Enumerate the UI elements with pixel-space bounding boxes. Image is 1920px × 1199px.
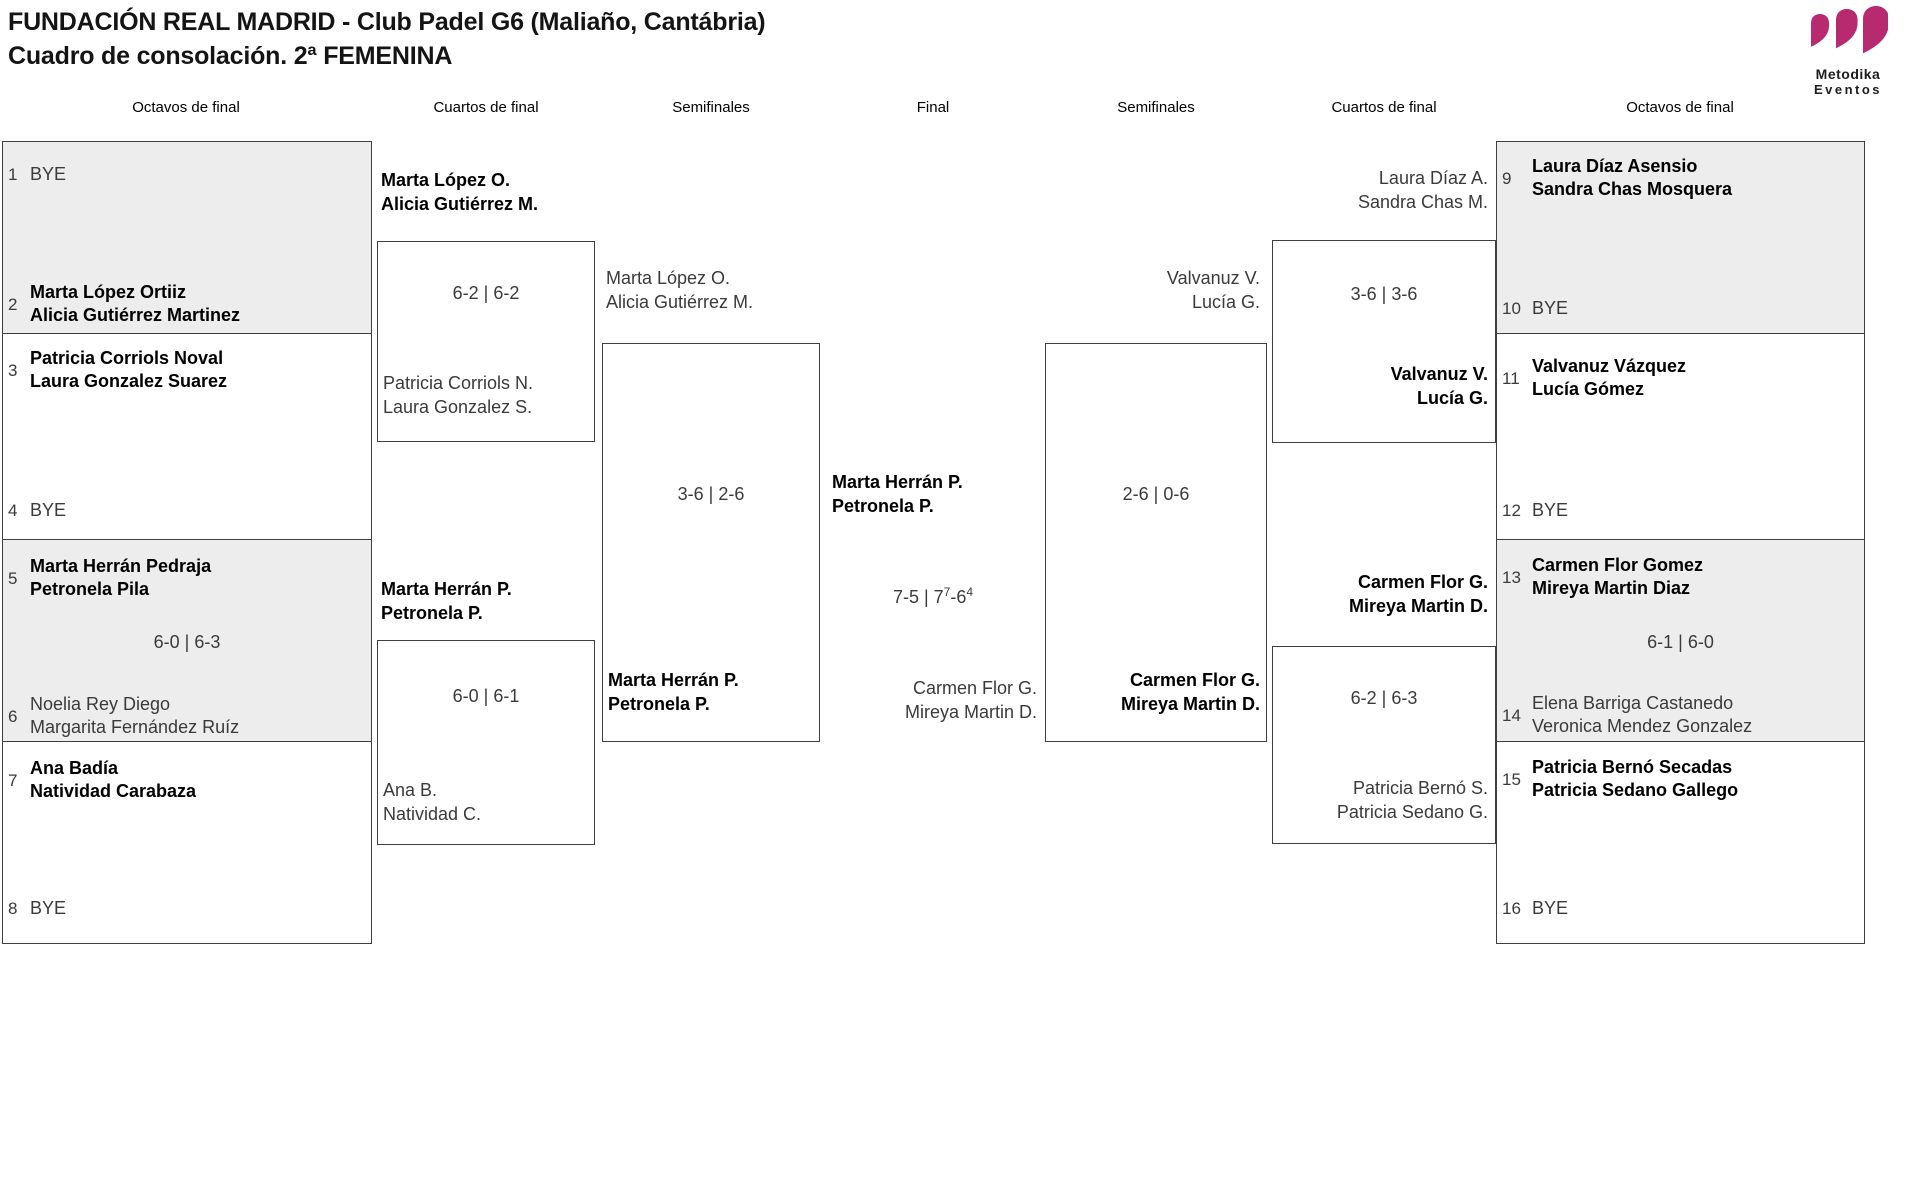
- seed-number: 8: [8, 899, 18, 918]
- bracket-entry-1: 1 BYE: [8, 164, 67, 184]
- seed-number: 14: [1502, 705, 1521, 725]
- match-box-cuartos-right-bottom: [1272, 646, 1496, 844]
- bracket-entry-8: 8 BYE: [8, 898, 67, 918]
- seed-number: 5: [8, 568, 18, 588]
- pair-semifinal-right-finalist: Valvanuz V.Lucía G.: [1166, 268, 1260, 312]
- pair-cuartos-left-bottom-winner: Marta Herrán P.Petronela P.: [381, 579, 512, 623]
- pair-cuartos-right-bottom-loser: Patricia Bernó S.Patricia Sedano G.: [1336, 778, 1488, 822]
- match-box-octavos-7-8: [2, 741, 372, 944]
- round-header-octavos-right: Octavos de final: [1626, 99, 1734, 116]
- bracket-entry-4: 4 BYE: [8, 500, 67, 520]
- seed-number: 6: [8, 706, 18, 726]
- bracket-entry-12: 12 BYE: [1502, 500, 1569, 520]
- match-box-semifinal-right: [1045, 343, 1267, 742]
- round-header-semis-left: Semifinales: [672, 99, 750, 116]
- seed-number: 9: [1502, 168, 1512, 188]
- match-box-octavos-3-4: [2, 333, 372, 540]
- round-header-semis-right: Semifinales: [1117, 99, 1195, 116]
- score-octavos-5v6: 6-0 | 6-3: [153, 632, 221, 652]
- logo-mark-icon: [1811, 6, 1888, 54]
- seed-number: 13: [1502, 567, 1521, 587]
- round-header-cuartos-left: Cuartos de final: [433, 99, 539, 116]
- seed-number: 2: [8, 294, 18, 314]
- pair-cuartos-right-bottom-winner: Carmen Flor G.Mireya Martin D.: [1348, 572, 1488, 616]
- round-header-cuartos-right: Cuartos de final: [1331, 99, 1437, 116]
- round-header-final: Final: [916, 99, 950, 116]
- pair-cuartos-left-top-winner: Marta López O.Alicia Gutiérrez M.: [381, 170, 539, 214]
- match-box-cuartos-left-top: [377, 241, 595, 442]
- match-box-octavos-1-2: [2, 141, 372, 334]
- score-semifinal-right: 2-6 | 0-6: [1122, 484, 1190, 504]
- match-box-cuartos-left-bottom: [377, 640, 595, 845]
- pair-final-runner-up: Carmen Flor G.Mireya Martin D.: [904, 678, 1037, 722]
- pair-cuartos-right-top-winner: Valvanuz V.Lucía G.: [1390, 364, 1488, 408]
- match-box-octavos-13-14: [1496, 539, 1865, 742]
- pair-semifinal-left-winner: Marta Herrán P.Petronela P.: [608, 670, 739, 714]
- logo-brand-line1: Metodika: [1815, 66, 1881, 82]
- match-box-octavos-11-12: [1496, 333, 1865, 540]
- pair-cuartos-left-top-loser: Patricia Corriols N.Laura Gonzalez S.: [383, 373, 534, 417]
- seed-number: 12: [1502, 501, 1521, 520]
- seed-number: 3: [8, 360, 18, 380]
- score-cuartos-left-bottom: 6-0 | 6-1: [452, 686, 520, 706]
- seed-number: 7: [8, 770, 18, 790]
- bracket-entry-10: 10 BYE: [1502, 298, 1569, 318]
- seed-number: 16: [1502, 899, 1521, 918]
- score-cuartos-left-top: 6-2 | 6-2: [452, 283, 520, 303]
- match-box-cuartos-right-top: [1272, 240, 1496, 443]
- pair-cuartos-left-bottom-loser: Ana B.Natividad C.: [383, 780, 482, 824]
- score-octavos-13v14: 6-1 | 6-0: [1647, 632, 1714, 652]
- seed-number: 4: [8, 501, 18, 520]
- pair-semifinal-right-winner: Carmen Flor G.Mireya Martin D.: [1120, 670, 1260, 714]
- match-box-semifinal-left: [602, 343, 820, 742]
- score-cuartos-right-bottom: 6-2 | 6-3: [1350, 688, 1418, 708]
- match-box-octavos-9-10: [1496, 141, 1865, 334]
- seed-number: 10: [1502, 299, 1521, 318]
- metodika-logo: Metodika Eventos: [1793, 6, 1903, 97]
- round-header-octavos-left: Octavos de final: [132, 99, 240, 116]
- match-box-octavos-15-16: [1496, 741, 1865, 944]
- logo-brand-line2: Eventos: [1813, 82, 1883, 97]
- seed-number: 15: [1502, 769, 1521, 789]
- page-subtitle: Cuadro de consolación. 2ª FEMENINA: [8, 42, 453, 70]
- score-final: 7-5 | 77-64: [892, 585, 974, 607]
- seed-number: 1: [8, 165, 18, 184]
- page-title: FUNDACIÓN REAL MADRID - Club Padel G6 (M…: [8, 8, 766, 36]
- pair-final-winner: Marta Herrán P.Petronela P.: [832, 472, 963, 516]
- pair-semifinal-left-finalist: Marta López O.Alicia Gutiérrez M.: [606, 268, 754, 312]
- score-semifinal-left: 3-6 | 2-6: [677, 484, 745, 504]
- seed-number: 11: [1502, 368, 1520, 388]
- score-cuartos-right-top: 3-6 | 3-6: [1350, 284, 1418, 304]
- bracket-entry-16: 16 BYE: [1502, 898, 1569, 918]
- pair-cuartos-right-top-loser: Laura Díaz A.Sandra Chas M.: [1357, 168, 1488, 212]
